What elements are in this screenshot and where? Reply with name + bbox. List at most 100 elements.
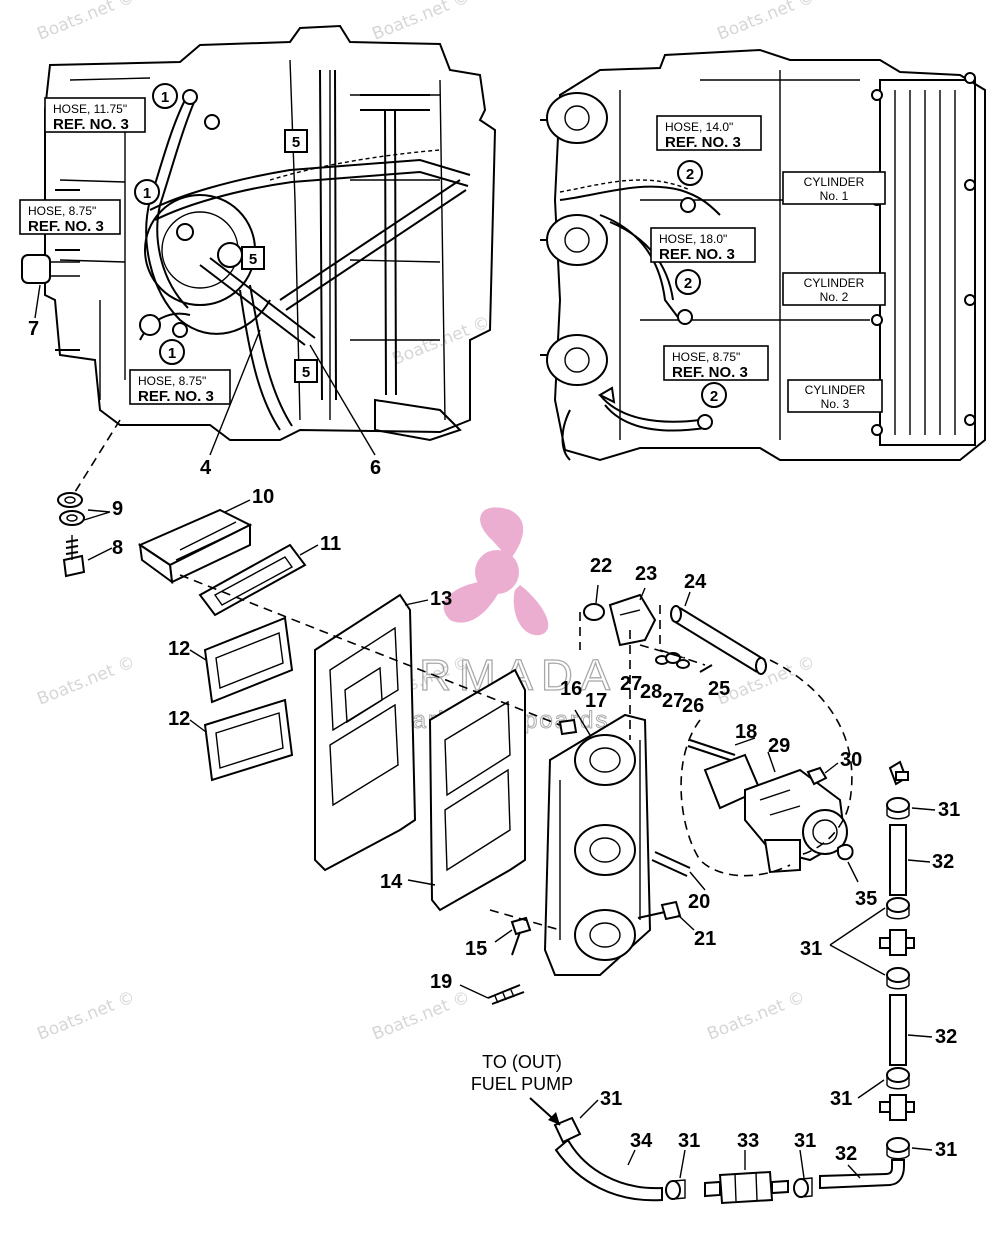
part-number-33: 33 (737, 1130, 759, 1152)
hose-ref-text: REF. NO. 3 (28, 218, 104, 235)
cylinder-number: No. 2 (820, 290, 849, 304)
part-number-31: 31 (830, 1088, 852, 1110)
part-number-25: 25 (708, 678, 730, 700)
part-31-clamp (886, 967, 910, 990)
watermark-text: Boats.net © (389, 312, 493, 369)
leader-line (574, 709, 591, 736)
part-number-31: 31 (678, 1130, 700, 1152)
part-31-clamp (886, 1067, 910, 1090)
leader-line (689, 871, 706, 891)
assembly-line (489, 909, 561, 931)
part-24-rod (670, 605, 767, 675)
watermark-text: Boats.net © (369, 987, 473, 1044)
assembly-lines (579, 605, 706, 666)
leader-line (677, 914, 695, 931)
circle-callout: 1 (134, 179, 160, 205)
part-31-clamp (553, 1116, 582, 1144)
hose-ref-text: REF. NO. 3 (665, 134, 741, 151)
part-12-gasket (203, 698, 294, 782)
hose-length-text: HOSE, 14.0" (665, 120, 733, 134)
watermark-text: Boats.net © (714, 0, 818, 45)
leader-line (684, 591, 691, 607)
part-12-gasket (203, 616, 294, 704)
part-number-27: 27 (620, 673, 642, 695)
part-number-18: 18 (735, 721, 757, 743)
part-number-32: 32 (835, 1143, 857, 1165)
part-number-16: 16 (560, 678, 582, 700)
fuel-pump-note: TO (OUT) FUEL PUMP (471, 1052, 573, 1126)
part-number-12: 12 (168, 638, 190, 660)
part-31-clamp (886, 897, 910, 920)
cylinder-label-3: CYLINDER No. 3 (787, 379, 883, 413)
part-number-14: 14 (380, 871, 403, 893)
part-33-fuel-filter (704, 1170, 789, 1205)
part-number-34: 34 (630, 1130, 653, 1152)
cylinder-number: No. 3 (821, 397, 850, 411)
part-number-21: 21 (694, 928, 716, 950)
part-number-26: 26 (682, 695, 704, 717)
square-callout: 5 (294, 359, 318, 383)
callout-text: 5 (292, 134, 300, 151)
hose-length-text: HOSE, 8.75" (138, 374, 206, 388)
part-31-clamp (886, 797, 910, 820)
hose-ref-text: REF. NO. 3 (53, 116, 129, 133)
part-number-8: 8 (112, 537, 123, 559)
watermarks: Boats.net © Boats.net © Boats.net © Boat… (34, 0, 818, 1045)
left-powerhead-illustration (21, 24, 497, 442)
callout-text: 2 (710, 388, 718, 405)
part-number-4: 4 (200, 457, 212, 479)
part-number-31: 31 (600, 1088, 622, 1110)
part-11-gasket (198, 543, 307, 617)
square-callout: 5 (241, 246, 265, 270)
callout-text: 5 (249, 251, 257, 268)
cylinder-label-1: CYLINDER No. 1 (782, 171, 886, 205)
fuel-pump-note-line1: TO (OUT) (482, 1052, 562, 1072)
hose-length-text: HOSE, 11.75" (53, 102, 127, 116)
part-32-fuel-hose (889, 824, 907, 896)
hose-length-text: HOSE, 8.75" (28, 204, 96, 218)
part-number-17: 17 (585, 690, 607, 712)
part-number-32: 32 (932, 851, 954, 873)
square-callout: 5 (284, 129, 308, 153)
part-14-intake-gasket (428, 668, 526, 912)
part-31-fitting (888, 760, 909, 786)
part-number-31: 31 (935, 1139, 957, 1161)
part-number-13: 13 (430, 588, 452, 610)
right-hose-label-1: HOSE, 14.0" REF. NO. 3 (656, 115, 762, 151)
left-hose-label-3: HOSE, 8.75" REF. NO. 3 (129, 369, 231, 405)
assembly-line (179, 574, 561, 726)
part-number-15: 15 (465, 938, 487, 960)
leader-line (494, 929, 513, 943)
leader-line (404, 599, 429, 606)
watermark-text: Boats.net © (369, 0, 473, 45)
part-number-29: 29 (768, 735, 790, 757)
part-31-clamp (886, 1137, 910, 1160)
leader-line (407, 879, 436, 886)
part-number-28: 28 (640, 681, 662, 703)
part-number-22: 22 (590, 555, 612, 577)
circle-callout: 2 (701, 382, 727, 408)
leader-line (639, 587, 646, 601)
cylinder-number: No. 1 (820, 189, 849, 203)
circle-callout: 2 (675, 269, 701, 295)
part-number-31: 31 (800, 938, 822, 960)
part-number-30: 30 (840, 749, 862, 771)
part-number-20: 20 (688, 891, 710, 913)
fuel-line-leaders (579, 807, 936, 1179)
leader-lines (189, 649, 207, 733)
part-18-stud (687, 739, 736, 762)
part-number-11: 11 (320, 533, 341, 555)
hose-ref-text: REF. NO. 3 (659, 246, 735, 263)
part-26-washer (676, 659, 690, 669)
propeller-blade-icon (480, 507, 524, 560)
part-17-intake-manifold (543, 713, 652, 976)
assembly-line (769, 659, 853, 856)
part-number-9: 9 (112, 498, 123, 520)
part-number-23: 23 (635, 563, 657, 585)
part-number-7: 7 (28, 318, 39, 340)
leader-line (847, 861, 859, 883)
cylinder-label-2: CYLINDER No. 2 (782, 272, 886, 306)
part-number-35: 35 (855, 888, 877, 910)
part-16-bolt (558, 718, 578, 736)
part-number-32: 32 (935, 1026, 957, 1048)
